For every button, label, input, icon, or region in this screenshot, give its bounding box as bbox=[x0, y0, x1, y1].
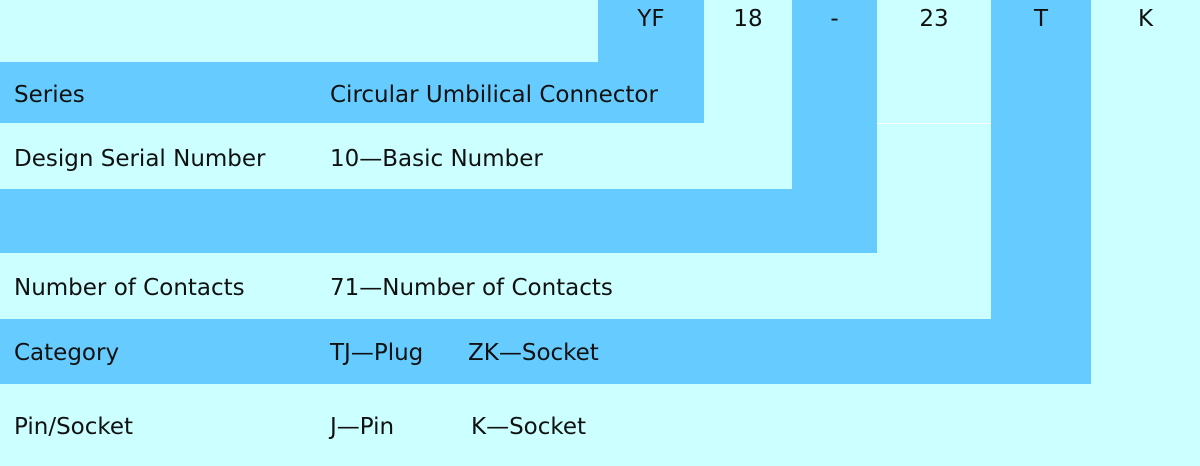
category-label: Category bbox=[14, 340, 120, 366]
category-socket-value: ZK—Socket bbox=[468, 340, 599, 366]
socket-value: K—Socket bbox=[471, 414, 587, 440]
code-t: T bbox=[1033, 6, 1049, 32]
code-yf: YF bbox=[637, 6, 665, 32]
series-value: Circular Umbilical Connector bbox=[330, 82, 658, 108]
number-of-contacts-label: Number of Contacts bbox=[14, 275, 245, 301]
series-label: Series bbox=[14, 82, 85, 108]
code-23: 23 bbox=[919, 6, 949, 32]
code-dash: - bbox=[830, 6, 839, 32]
number-of-contacts-value: 71—Number of Contacts bbox=[330, 275, 613, 301]
yf-column-block bbox=[598, 0, 704, 62]
design-serial-number-label: Design Serial Number bbox=[14, 146, 266, 172]
pin-socket-label: Pin/Socket bbox=[14, 414, 134, 440]
series-divider-line bbox=[877, 123, 991, 124]
category-row-band bbox=[0, 319, 1091, 384]
blank-row-band bbox=[0, 189, 877, 253]
code-k: K bbox=[1137, 6, 1154, 32]
series-row-band bbox=[0, 62, 704, 123]
category-plug-value: TJ—Plug bbox=[330, 340, 424, 366]
design-serial-number-value: 10—Basic Number bbox=[330, 146, 543, 172]
pin-value: J—Pin bbox=[330, 414, 395, 440]
code-18: 18 bbox=[733, 6, 763, 32]
